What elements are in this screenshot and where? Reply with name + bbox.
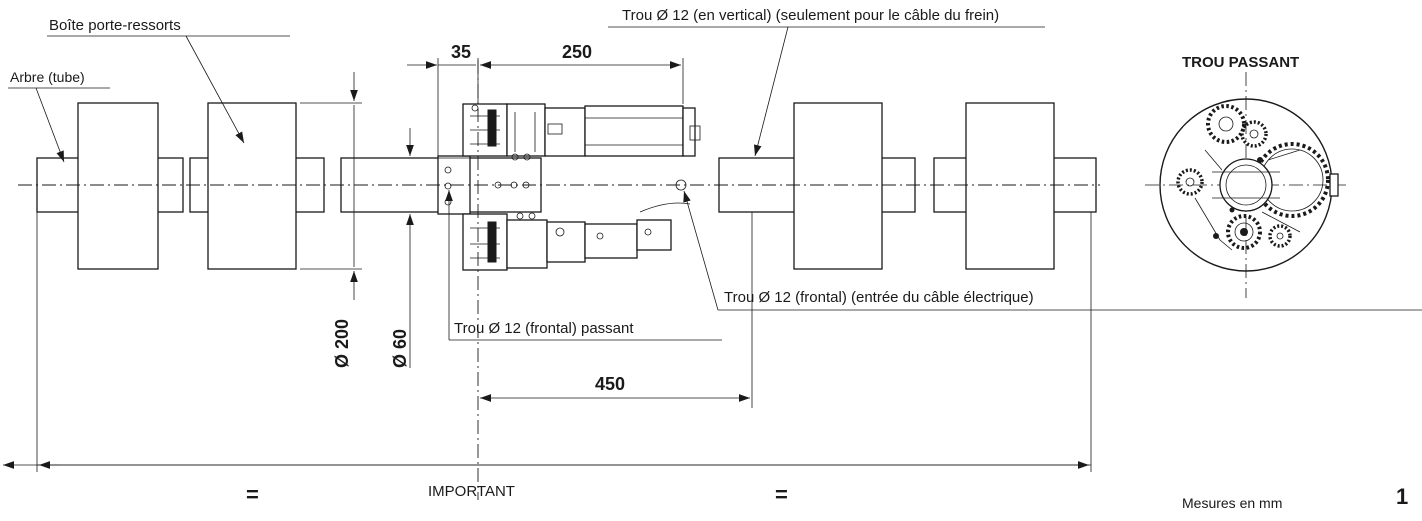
label-hole-frontal-through: Trou Ø 12 (frontal) passant [454,320,634,337]
label-important: IMPORTANT [428,483,515,500]
dimension-overall [3,212,1092,472]
dim-250-label: 250 [562,42,592,62]
label-spring-box: Boîte porte-ressorts [49,17,181,34]
through-hole-title: TROU PASSANT [1182,54,1299,71]
label-hole-frontal-cable: Trou Ø 12 (frontal) (entrée du câble éle… [724,289,1034,306]
leader-spring-box [47,35,290,144]
gear-top [1206,104,1246,144]
dimension-35-250 [407,58,684,156]
gear-left [1176,168,1204,196]
motor-assembly [437,103,701,271]
dim-450-label: 450 [595,374,625,394]
leader-hole-vertical [608,26,1045,157]
dim-d200-label: Ø 200 [332,319,352,368]
label-shaft: Arbre (tube) [10,69,85,85]
dimension-d200 [300,72,362,300]
gear-bottom-right [1268,224,1292,248]
leader-hole-frontal-through [445,190,722,341]
label-units: Mesures en mm [1182,495,1282,511]
gear-top-right [1240,120,1268,148]
dim-35-label: 35 [451,42,471,62]
through-hole-detail [1145,72,1346,298]
label-hole-vertical: Trou Ø 12 (en vertical) (seulement pour … [622,7,999,24]
equal-left-label: = [246,482,259,507]
dimension-d60 [405,128,470,368]
gear-bottom [1226,214,1262,250]
leader-shaft [8,87,110,163]
equal-right-label: = [775,482,788,507]
spring-boxes [77,102,1055,270]
dim-d60-label: Ø 60 [390,329,410,368]
figure-number: 1 [1396,484,1408,509]
leader-hole-frontal-cable [683,190,1422,311]
